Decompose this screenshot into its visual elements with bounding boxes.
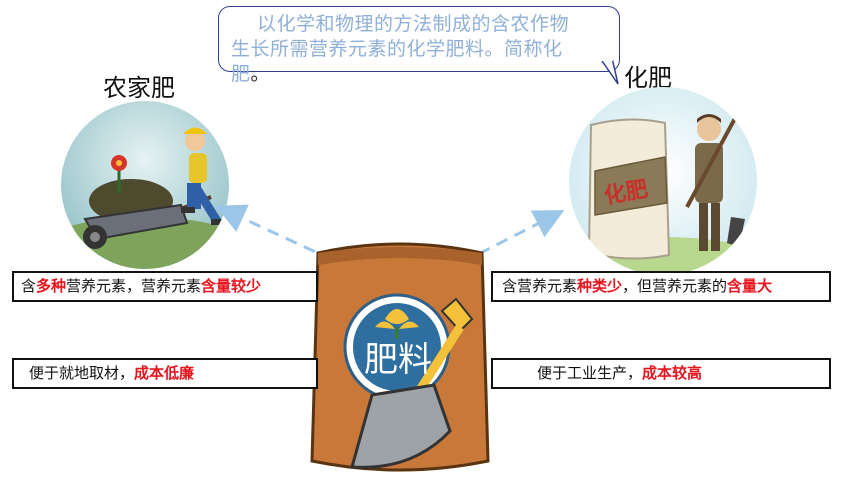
callout-period: 。 bbox=[250, 63, 271, 85]
manure-nutrient-box: 含多种营养元素，营养元素含量较少 bbox=[12, 271, 318, 302]
fertilizer-nutrient-box: 含营养元素种类少，但营养元素的含量大 bbox=[491, 271, 831, 302]
shovel-handle-grip bbox=[440, 297, 474, 333]
highlight-low-cost: 成本低廉 bbox=[134, 364, 195, 382]
manure-title: 农家肥 bbox=[103, 74, 175, 102]
definition-callout: 以化学和物理的方法制成的含农作物 生长所需营养元素的化学肥料。简称化 肥。 bbox=[218, 6, 620, 85]
hoe bbox=[685, 110, 741, 208]
man-jacket bbox=[695, 143, 723, 203]
flower-icon bbox=[385, 309, 409, 324]
manure-cost-box: 便于就地取材，成本低廉 bbox=[12, 358, 318, 389]
highlight-many-kinds: 多种 bbox=[36, 277, 67, 295]
highlight-low-content: 含量较少 bbox=[201, 277, 262, 295]
arrow-to-fertilizer bbox=[460, 210, 565, 265]
fertilizer-cost-box: 便于工业生产，成本较高 bbox=[491, 358, 831, 389]
man-head bbox=[697, 117, 721, 141]
fertilizer-bag-illustration bbox=[310, 242, 490, 472]
callout-tail bbox=[599, 58, 619, 85]
highlight-few-kinds: 种类少 bbox=[577, 277, 623, 295]
farmer-illustration bbox=[61, 101, 229, 269]
callout-line-3: 肥 bbox=[231, 63, 251, 85]
farmer-head bbox=[185, 131, 205, 151]
callout-line-1: 以化学和物理的方法制成的含农作物 bbox=[257, 13, 570, 35]
highlight-high-cost: 成本较高 bbox=[642, 364, 703, 382]
callout-line-2: 生长所需营养元素的化学肥料。简称化 bbox=[231, 38, 563, 60]
bag-label: 肥料 bbox=[364, 340, 432, 380]
shovel-blade bbox=[350, 383, 452, 469]
farmer-shirt bbox=[189, 153, 207, 183]
fertilizer-illustration: 化肥 bbox=[569, 87, 757, 275]
highlight-high-content: 含量大 bbox=[727, 277, 773, 295]
